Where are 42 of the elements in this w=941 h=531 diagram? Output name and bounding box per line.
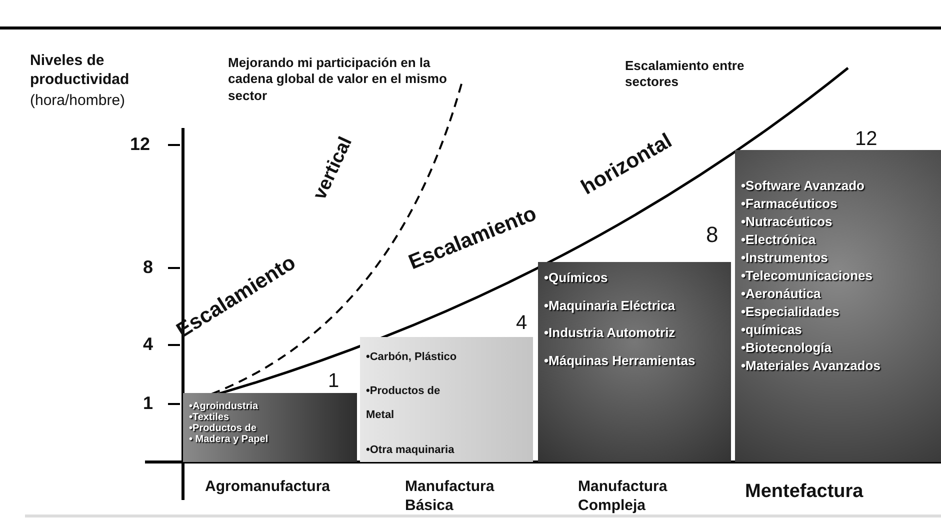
- level-number: 1: [328, 370, 340, 393]
- level-number: 4: [516, 312, 528, 335]
- list-item: •Biotecnología: [741, 340, 832, 355]
- tick-label: 1: [143, 392, 154, 414]
- annotation: Escalamiento entre sectores: [625, 58, 746, 90]
- list-item: •Textiles: [189, 412, 230, 423]
- list-item: •Farmacéuticos: [741, 196, 838, 211]
- list-item: •Carbón, Plástico: [366, 350, 458, 365]
- category-label: Manufactura Básica: [405, 478, 496, 516]
- sector-box: [360, 337, 533, 462]
- list-item: •Electrónica: [741, 232, 817, 247]
- category-label: Manufactura Compleja: [578, 478, 668, 516]
- list-item: •Industria Automotriz: [544, 325, 676, 341]
- list-item: •Maquinaria Eléctrica: [544, 298, 676, 314]
- sector-box: [735, 150, 941, 462]
- level-number: 8: [706, 222, 718, 248]
- list-item: •Nutracéuticos: [741, 214, 834, 229]
- list-item: •Productos de Metal: [366, 384, 442, 424]
- list-item: •Materiales Avanzados: [741, 358, 882, 373]
- category-label: Mentefactura: [745, 480, 864, 504]
- level-number: 12: [855, 128, 878, 151]
- annotation: Mejorando mi participación en la cadena global de valor en el mismo sector: [228, 55, 448, 104]
- list-item: •Máquinas Herramientas: [544, 352, 696, 368]
- list-item: •químicas: [741, 322, 803, 337]
- tick-label: 12: [130, 133, 150, 156]
- list-item: •Químicos: [544, 270, 609, 286]
- sector-box: [538, 262, 731, 462]
- list-item: •Especialidades: [741, 304, 840, 319]
- tick-label: 4: [143, 333, 154, 356]
- list-item: •Telecomunicaciones: [741, 268, 874, 283]
- tick-label: 8: [143, 256, 154, 278]
- list-item: •Aeronáutica: [741, 286, 822, 301]
- category-label: Agromanufactura: [205, 478, 330, 497]
- sector-box: [183, 393, 357, 462]
- list-item: •Productos de: [189, 423, 258, 434]
- list-item: •Instrumentos: [741, 250, 829, 265]
- axis-unit: (hora/hombre): [30, 92, 126, 111]
- list-item: •Otra maquinaria: [366, 442, 456, 458]
- axis-title: Niveles de productividad: [30, 52, 130, 90]
- list-item: • Madera y Papel: [189, 434, 270, 445]
- list-item: •Agroindustria: [189, 401, 260, 412]
- list-item: •Software Avanzado: [741, 178, 866, 193]
